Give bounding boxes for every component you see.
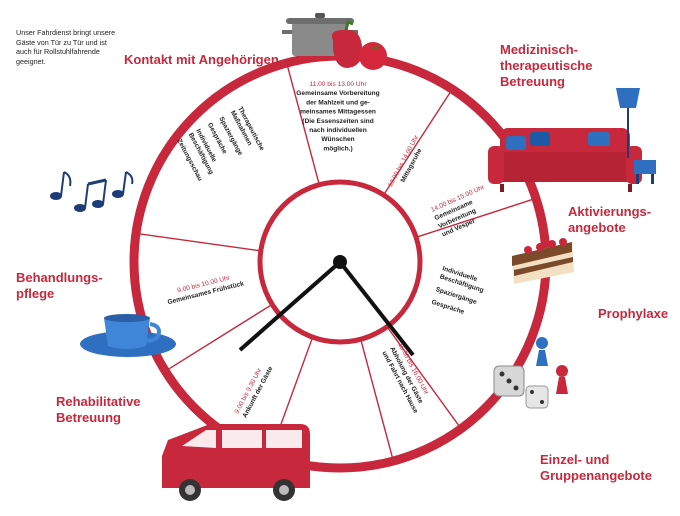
segment-line: Gemeinsame Vorbereitung: [296, 90, 379, 97]
hour-hand: [238, 260, 342, 352]
segment-line: (Die Essenszeiten sind: [302, 118, 373, 125]
minute-hand: [338, 260, 415, 357]
category-aktivierung: Aktivierungs-angebote: [568, 204, 652, 235]
segment-divider: [168, 304, 271, 370]
music-notes-icon: [50, 171, 134, 212]
segment-time: 11.00 bis 13.00 Uhr: [309, 81, 367, 88]
segment-line: nach individuellen: [309, 127, 367, 134]
segment-line: möglich.): [323, 145, 352, 152]
segment-line: Wünschen: [321, 136, 354, 143]
segment-line: meinsames Mittagessen: [300, 109, 376, 116]
category-rehab: Rehabilitative Betreuung: [56, 394, 141, 425]
category-prophylaxe: Prophylaxe: [598, 306, 669, 321]
cake-icon: [512, 238, 574, 284]
pepper-icon: [331, 19, 363, 68]
segment-divider: [287, 66, 320, 183]
clock-center: [333, 255, 347, 269]
segment-line: der Mahlzeit und ge-: [306, 99, 370, 106]
segment-divider: [139, 233, 259, 252]
clock-hands: [238, 255, 415, 357]
dice-icon: [493, 365, 549, 409]
segment-divider: [417, 198, 533, 238]
game-piece-icon: [536, 337, 568, 394]
category-einzel: Einzel- und Gruppenangebote: [540, 452, 652, 483]
segment-vesper: 14.00 bis 15.00 UhrGemeinsameVorbereitun…: [430, 184, 486, 239]
segment-divider: [360, 341, 393, 458]
segment-line: Gespräche: [430, 299, 465, 316]
cup-icon: [80, 314, 176, 357]
segment-nachmittag: IndividuelleBeschäftigungSpaziergängeGes…: [430, 265, 484, 316]
category-kontakt: Kontakt mit Angehörigen: [124, 52, 279, 67]
transport-note: Unser Fahrdienst bringt unsere Gäste von…: [16, 28, 116, 66]
segment-divider: [387, 327, 460, 426]
category-behandlung: Behandlungs-pflege: [16, 270, 103, 301]
segment-divider: [384, 92, 451, 194]
sofa-icon: [488, 128, 642, 192]
van-icon: [162, 424, 310, 501]
category-medizin: Medizinisch-therapeutische Betreuung: [500, 42, 593, 89]
tomato-icon: [359, 42, 387, 70]
lamp-icon: [616, 88, 656, 184]
